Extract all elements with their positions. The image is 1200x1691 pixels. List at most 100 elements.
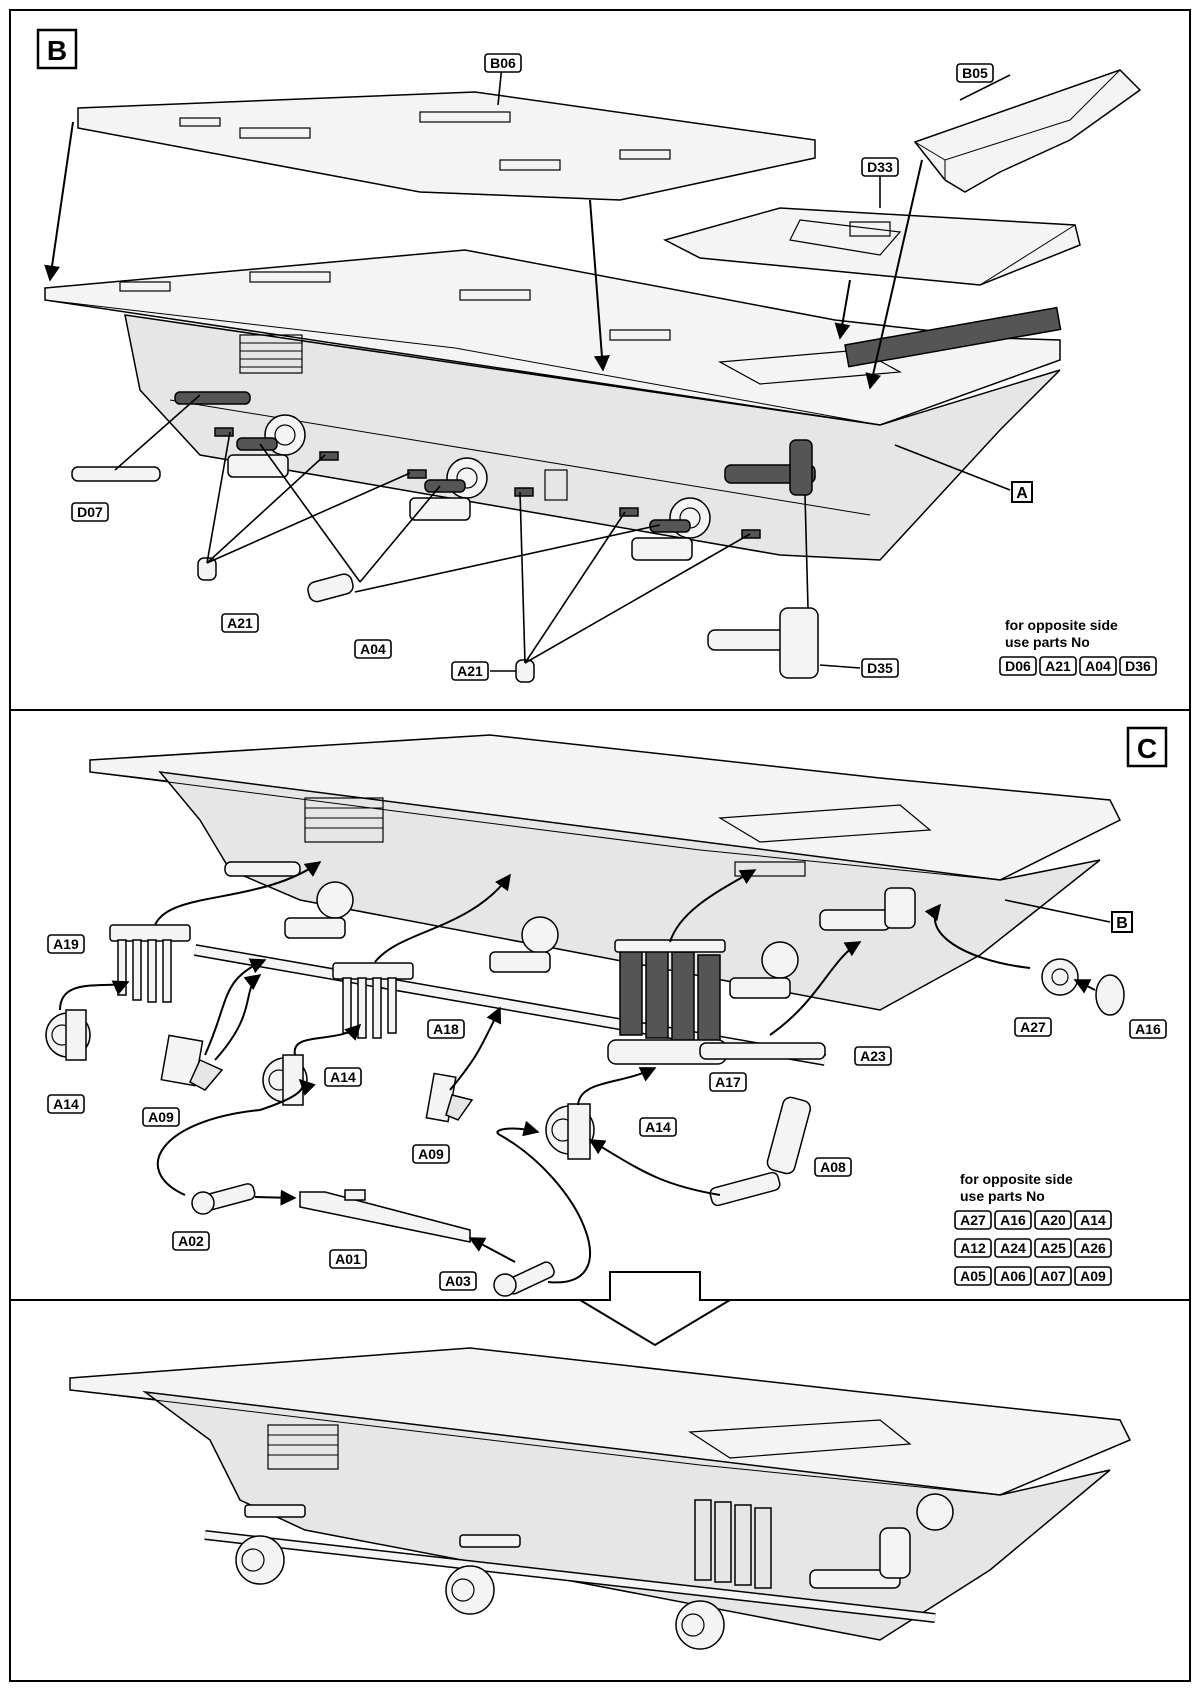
svg-text:A27: A27	[960, 1212, 986, 1228]
shaft-assembly-c	[109, 924, 827, 1066]
part-a23-shape	[699, 1042, 826, 1060]
result-panel	[69, 1271, 1132, 1650]
step-b-panel: B	[36, 28, 1157, 683]
note-c-part-2: A20	[1034, 1210, 1072, 1230]
label-a04: A04	[354, 639, 392, 659]
part-b05	[913, 69, 1142, 193]
loose-parts-b	[71, 466, 819, 683]
note-c-part-4: A12	[954, 1238, 992, 1258]
loose-parts-c	[45, 958, 1125, 1297]
part-a01-shape	[299, 1189, 471, 1243]
part-a21-shape	[197, 557, 217, 581]
label-a14-left: A14	[47, 1094, 85, 1114]
assembled-hull	[69, 1347, 1132, 1650]
label-a18: A18	[427, 1019, 465, 1039]
svg-text:A27: A27	[1020, 1019, 1046, 1035]
deck-plate-b06	[77, 91, 816, 201]
note-c-part-10: A07	[1034, 1266, 1072, 1286]
hull-deck	[44, 249, 1061, 426]
svg-text:A: A	[1016, 485, 1028, 502]
svg-text:B: B	[1116, 915, 1128, 932]
part-d35-crank	[779, 607, 819, 679]
svg-text:A03: A03	[445, 1273, 471, 1289]
svg-text:D36: D36	[1125, 658, 1151, 674]
svg-text:A14: A14	[1080, 1212, 1106, 1228]
svg-text:D35: D35	[867, 660, 893, 676]
part-a02-shape	[191, 1183, 256, 1215]
label-b: B	[1111, 911, 1133, 933]
label-a09-left: A09	[142, 1107, 180, 1127]
suspension-stations-b	[174, 391, 816, 561]
svg-text:A17: A17	[715, 1074, 741, 1090]
svg-text:A09: A09	[418, 1146, 444, 1162]
svg-text:A20: A20	[1040, 1212, 1066, 1228]
note-c-part-9: A06	[994, 1266, 1032, 1286]
label-d07: D07	[71, 502, 109, 522]
note-c-part-1: A16	[994, 1210, 1032, 1230]
label-a14-right: A14	[639, 1117, 677, 1137]
svg-text:A16: A16	[1135, 1021, 1161, 1037]
part-a19-shape	[109, 924, 191, 942]
part-a21b-shape	[515, 659, 535, 683]
label-a16: A16	[1129, 1019, 1167, 1039]
label-b05: B05	[956, 63, 994, 83]
part-a03-shape	[493, 1261, 555, 1297]
step-c-panel: C	[45, 726, 1168, 1297]
part-a18-shape	[332, 962, 414, 980]
part-d35-arm	[707, 629, 789, 651]
note-c-part-3: A14	[1074, 1210, 1112, 1230]
part-a04-shape	[307, 573, 354, 603]
part-d33	[662, 207, 1081, 286]
label-a03: A03	[439, 1271, 477, 1291]
svg-text:for opposite side: for opposite side	[1005, 617, 1118, 633]
label-a08: A08	[814, 1157, 852, 1177]
label-a21-left: A21	[221, 613, 259, 633]
svg-text:A06: A06	[1000, 1268, 1026, 1284]
label-a23: A23	[854, 1046, 892, 1066]
step-b-letter: B	[47, 35, 67, 66]
svg-text:A04: A04	[360, 641, 386, 657]
part-a09-mid-shape	[425, 1072, 474, 1123]
svg-text:A26: A26	[1080, 1240, 1106, 1256]
svg-text:A21: A21	[227, 615, 253, 631]
svg-text:A09: A09	[148, 1109, 174, 1125]
note-b-part-2: A04	[1079, 656, 1117, 676]
step-c-letter: C	[1137, 733, 1157, 764]
label-d35: D35	[861, 658, 899, 678]
svg-text:A25: A25	[1040, 1240, 1066, 1256]
label-b06: B06	[484, 53, 522, 73]
svg-text:A08: A08	[820, 1159, 846, 1175]
label-a27: A27	[1014, 1017, 1052, 1037]
part-a08-shape	[709, 1096, 812, 1207]
suspension-stations-c	[224, 861, 916, 999]
note-c-part-5: A24	[994, 1238, 1032, 1258]
svg-text:A19: A19	[53, 936, 79, 952]
note-c-part-6: A25	[1034, 1238, 1072, 1258]
note-c-part-11: A09	[1074, 1266, 1112, 1286]
svg-text:A21: A21	[457, 663, 483, 679]
svg-text:A01: A01	[335, 1251, 361, 1267]
svg-text:A05: A05	[960, 1268, 986, 1284]
assembly-arrows-b	[44, 64, 1011, 672]
label-a21-bottom: A21	[451, 661, 489, 681]
label-a01: A01	[329, 1249, 367, 1269]
part-a14-left-shape	[45, 1009, 91, 1061]
note-b-part-0: D06	[999, 656, 1037, 676]
svg-text:use parts No: use parts No	[1005, 634, 1090, 650]
label-a09-mid: A09	[412, 1144, 450, 1164]
note-c-part-7: A26	[1074, 1238, 1112, 1258]
svg-text:A12: A12	[960, 1240, 986, 1256]
label-a17: A17	[709, 1072, 747, 1092]
svg-text:A09: A09	[1080, 1268, 1106, 1284]
label-a19: A19	[47, 934, 85, 954]
svg-text:D07: D07	[77, 504, 103, 520]
svg-text:A14: A14	[645, 1119, 671, 1135]
label-a14-mid: A14	[324, 1067, 362, 1087]
svg-text:use parts No: use parts No	[960, 1188, 1045, 1204]
opposite-side-note-b: for opposite side use parts No D06 A21 A…	[999, 617, 1157, 676]
svg-text:A07: A07	[1040, 1268, 1066, 1284]
part-a27-shape	[1041, 958, 1079, 996]
svg-text:D33: D33	[867, 159, 893, 175]
svg-text:for opposite side: for opposite side	[960, 1171, 1073, 1187]
